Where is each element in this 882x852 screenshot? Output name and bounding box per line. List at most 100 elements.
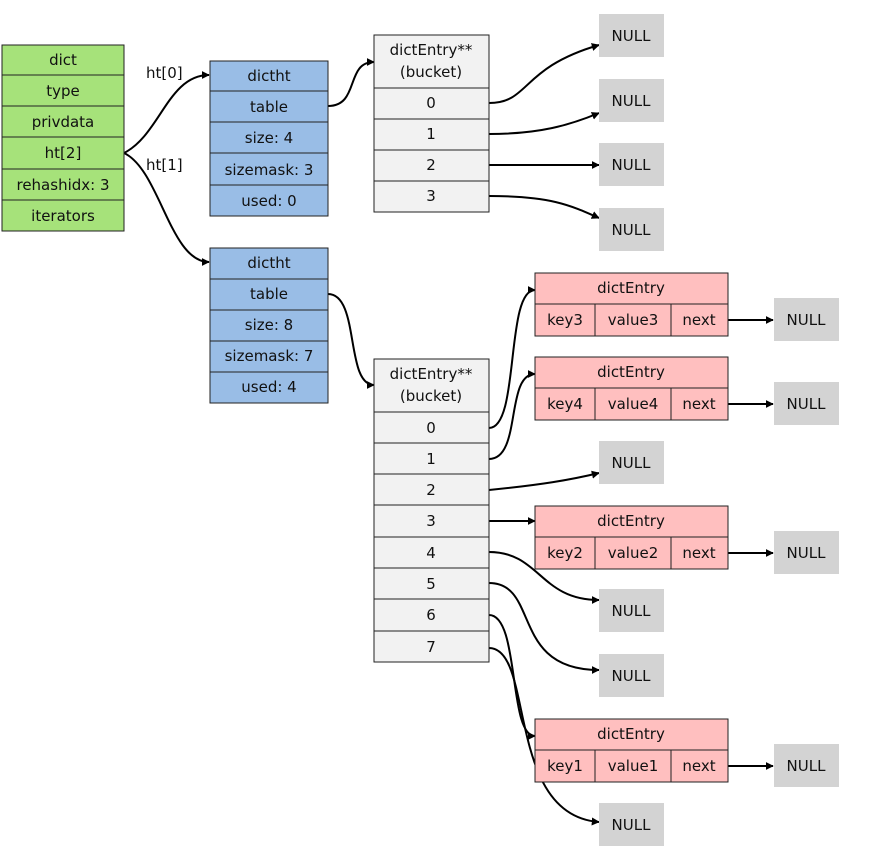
null-box-rect (599, 589, 664, 632)
dict-field-type: type (46, 82, 80, 100)
bucket-slot (373, 630, 490, 663)
bucket-slot (373, 598, 490, 632)
dict-field-iterators: iterators (31, 207, 95, 225)
dict-entry-key1: dictEntry key1 value1 next (534, 718, 729, 783)
bucket-slot (373, 87, 490, 120)
bucket-slot-index: 0 (426, 94, 436, 112)
edges (123, 43, 774, 826)
null-box: NULL (599, 143, 664, 186)
null-label: NULL (612, 27, 652, 45)
dictht-cell (209, 247, 329, 280)
dictht-cell (209, 60, 329, 92)
edge-ht1-table (327, 293, 375, 389)
null-box: NULL (774, 298, 839, 341)
dictht-title: dictht (247, 254, 290, 272)
null-box-rect (599, 441, 664, 484)
edge-b0-3 (488, 195, 600, 219)
dictht-1: dictht table size: 8 sizemask: 7 used: 4 (209, 247, 329, 404)
dictht-title: dictht (247, 67, 290, 85)
dict-field-rehashidx: rehashidx: 3 (16, 176, 109, 194)
entry-key-cell (534, 749, 596, 783)
entry-value: value2 (608, 544, 659, 562)
dictht-cell (209, 340, 329, 373)
edge-b1-0 (488, 286, 536, 429)
dict-cell (1, 74, 125, 107)
edge-label-ht0: ht[0] (146, 64, 183, 82)
bucket-slot (373, 180, 490, 213)
dict-cell (1, 105, 125, 138)
null-label: NULL (612, 816, 652, 834)
null-box-rect (599, 208, 664, 251)
bucket-array-0: dictEntry** (bucket) 0 1 2 3 (373, 34, 490, 213)
edge-b1-2 (488, 470, 600, 491)
dictht-cell (209, 278, 329, 311)
edge-label-ht1: ht[1] (146, 156, 183, 174)
bucket-slot-index: 4 (426, 544, 436, 562)
null-label: NULL (612, 156, 652, 174)
entry-key: key4 (547, 395, 583, 413)
entry-next: next (682, 757, 715, 775)
dictht-cell (209, 309, 329, 342)
dictht-field-size: size: 8 (245, 316, 293, 334)
entry-key-cell (534, 387, 596, 421)
entry-title-cell (534, 356, 729, 389)
bucket-slot (373, 567, 490, 600)
bucket-slot-index: 1 (426, 125, 436, 143)
null-box: NULL (774, 744, 839, 787)
dict-entry-key2: dictEntry key2 value2 next (534, 505, 729, 570)
entry-value: value1 (608, 757, 659, 775)
null-label: NULL (612, 602, 652, 620)
null-label: NULL (612, 454, 652, 472)
entry-title-cell (534, 718, 729, 751)
dict-entry-key3: dictEntry key3 value3 next (534, 272, 729, 337)
bucket-header-line2: (bucket) (400, 63, 462, 81)
edge-b0-0 (488, 43, 600, 104)
entry-value-cell (594, 387, 672, 421)
edge-b1-4 (488, 551, 600, 604)
edge-b1-1 (488, 370, 536, 460)
entry-key: key3 (547, 311, 583, 329)
bucket-slot-index: 5 (426, 575, 436, 593)
dictht-field-used: used: 0 (241, 192, 296, 210)
bucket-slot-index: 1 (426, 450, 436, 468)
bucket-slot-index: 2 (426, 156, 436, 174)
null-box: NULL (599, 654, 664, 697)
entry-key: key2 (547, 544, 583, 562)
edge-b1-7 (488, 647, 600, 826)
dictht-field-sizemask: sizemask: 3 (225, 161, 314, 179)
edge-b0-1 (488, 112, 600, 135)
entry-next: next (682, 395, 715, 413)
null-box: NULL (599, 441, 664, 484)
bucket-header-line2: (bucket) (400, 387, 462, 405)
entry-next: next (682, 544, 715, 562)
entry-next: next (682, 311, 715, 329)
entry-value: value4 (608, 395, 659, 413)
entry-title: dictEntry (597, 725, 665, 743)
bucket-slot-index: 2 (426, 481, 436, 499)
dictht-cell (209, 121, 329, 154)
null-label: NULL (787, 757, 827, 775)
dictht-field-table: table (250, 98, 288, 116)
entry-value: value3 (608, 311, 659, 329)
dictht-field-sizemask: sizemask: 7 (225, 347, 314, 365)
bucket-slot-index: 3 (426, 187, 436, 205)
edge-ht0 (123, 71, 210, 154)
bucket-slot-index: 7 (426, 638, 436, 656)
bucket-header (373, 34, 490, 89)
entry-value-cell (594, 303, 672, 337)
dictht-cell (209, 152, 329, 186)
null-box-rect (599, 654, 664, 697)
null-label: NULL (612, 667, 652, 685)
null-label: NULL (787, 311, 827, 329)
null-box: NULL (599, 79, 664, 122)
bucket-header-line1: dictEntry** (390, 41, 473, 59)
null-box: NULL (599, 803, 664, 846)
null-label: NULL (787, 544, 827, 562)
dict-cell (1, 168, 125, 201)
null-box: NULL (774, 531, 839, 574)
dictht-field-size: size: 4 (245, 129, 293, 147)
bucket-header-line1: dictEntry** (390, 365, 473, 383)
edge-b1-5 (488, 582, 600, 674)
bucket-slot (373, 442, 490, 475)
